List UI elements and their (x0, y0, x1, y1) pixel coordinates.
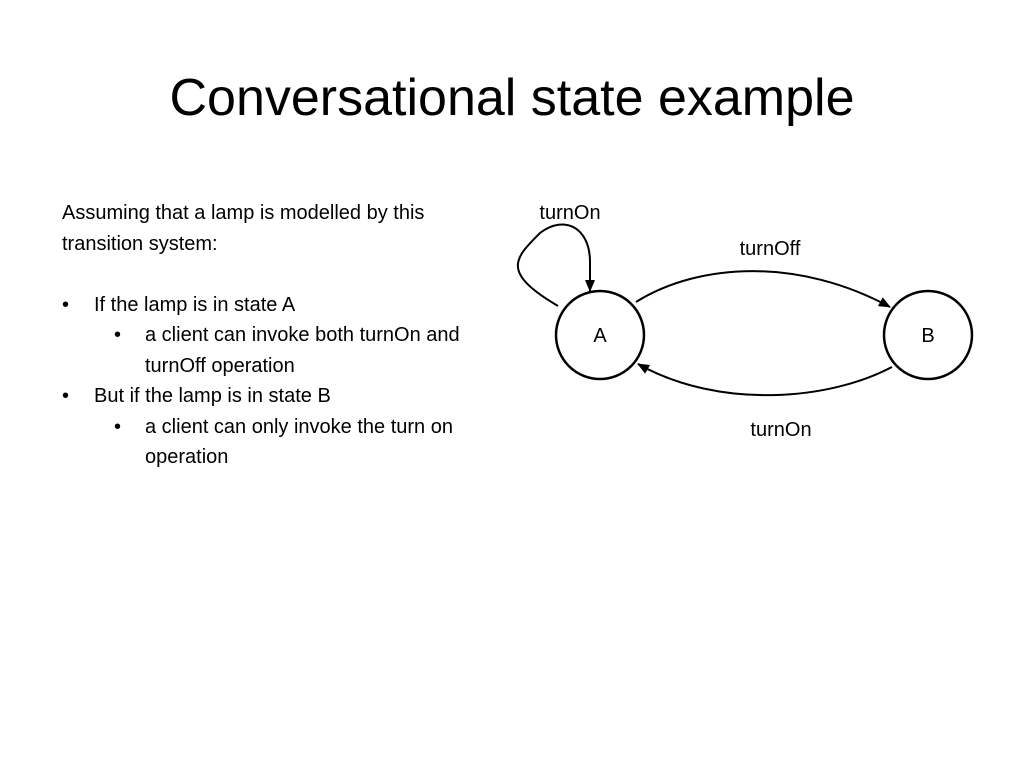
sub-bullet-list: • a client can only invoke the turn on o… (94, 412, 502, 473)
slide-title: Conversational state example (169, 69, 855, 127)
sub-bullet-marker: • (114, 324, 122, 346)
state-label-b: B (921, 325, 934, 347)
bullet-item-state-b: • But if the lamp is in state B • a clie… (62, 381, 502, 473)
transition-label-b-to-a: turnOn (750, 419, 811, 441)
bullet-marker: • (62, 385, 70, 407)
sub-bullet-text: a client can only invoke the turn on ope… (145, 415, 453, 469)
state-node-a (554, 289, 646, 381)
bullet-text: If the lamp is in state A (94, 293, 296, 316)
sub-bullet-list: • a client can invoke both turnOn and tu… (94, 320, 502, 381)
sub-bullet-text: a client can invoke both turnOn and turn… (145, 324, 460, 377)
slide-body-text: Assuming that a lamp is modelled by this… (62, 198, 502, 473)
sub-bullet-item: • a client can only invoke the turn on o… (94, 412, 502, 473)
state-label-a: A (593, 325, 607, 347)
state-node-b (882, 289, 974, 381)
bullet-item-state-a: • If the lamp is in state A • a client c… (62, 290, 502, 382)
transition-arrow-a-to-a (516, 223, 595, 307)
intro-paragraph: Assuming that a lamp is modelled by this… (62, 202, 425, 255)
sub-bullet-marker: • (114, 415, 122, 438)
bullet-text: But if the lamp is in state B (94, 385, 331, 407)
transition-label-a-to-a: turnOn (539, 202, 600, 224)
sub-bullet-item: • a client can invoke both turnOn and tu… (94, 320, 502, 381)
bullet-list: • If the lamp is in state A • a client c… (62, 290, 502, 473)
transition-label-a-to-b: turnOff (740, 238, 801, 260)
transition-arrow-a-to-b (635, 270, 891, 308)
bullet-marker: • (62, 293, 70, 316)
transition-arrow-b-to-a (637, 363, 893, 397)
